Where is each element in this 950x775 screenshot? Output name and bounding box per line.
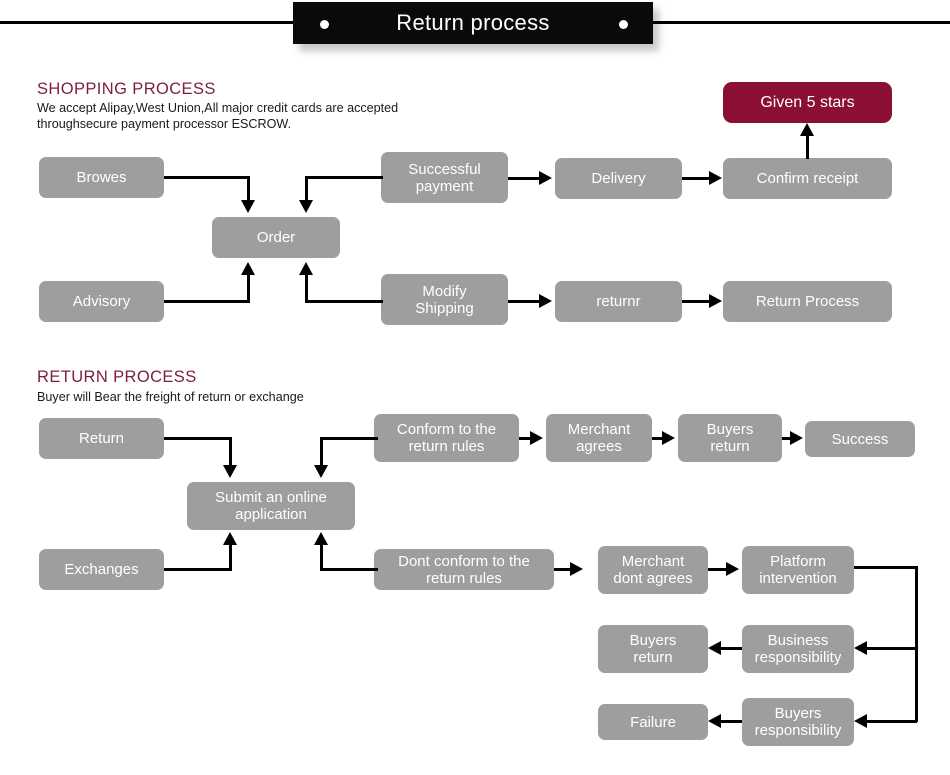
connector-advisory-order-v [247, 274, 250, 303]
box-dont-conform-to-return-rules[interactable]: Dont conform to the return rules [374, 549, 554, 590]
box-buyers-return-top[interactable]: Buyers return [678, 414, 782, 462]
box-advisory[interactable]: Advisory [39, 281, 164, 322]
box-conform-to-return-rules[interactable]: Conform to the return rules [374, 414, 519, 462]
arrowhead-browes-order [241, 200, 255, 213]
connector-payment-order-v [305, 176, 308, 203]
connector-modify-order-h [305, 300, 383, 303]
arrowhead-merchant-buyersreturn [662, 431, 675, 445]
arrowhead-payment-order [299, 200, 313, 213]
return-section-description: Buyer will Bear the freight of return or… [37, 390, 304, 404]
shopping-section-title: SHOPPING PROCESS [37, 80, 216, 98]
box-returnr[interactable]: returnr [555, 281, 682, 322]
arrowhead-bus-business [854, 641, 867, 655]
box-return-process[interactable]: Return Process [723, 281, 892, 322]
connector-bus-business-h [862, 647, 917, 650]
connector-exchanges-submit-v [229, 544, 232, 571]
connector-merchant-buyersreturn [652, 437, 664, 440]
arrowhead-delivery-confirm [709, 171, 722, 185]
arrowhead-payment-delivery [539, 171, 552, 185]
shopping-section-description: We accept Alipay,West Union,All major cr… [37, 101, 399, 131]
connector-browes-order-h [164, 176, 250, 179]
arrowhead-buyersreturn-success [790, 431, 803, 445]
box-merchant-dont-agrees[interactable]: Merchant dont agrees [598, 546, 708, 594]
connector-modify-returnr [508, 300, 542, 303]
box-given-5-stars[interactable]: Given 5 stars [723, 82, 892, 123]
connector-dontconform-merchant [554, 568, 572, 571]
arrowhead-confirm-stars [800, 123, 814, 136]
box-delivery[interactable]: Delivery [555, 158, 682, 199]
connector-browes-order-v [247, 176, 250, 203]
box-buyers-return-bottom[interactable]: Buyers return [598, 625, 708, 673]
arrowhead-conform-submit [314, 465, 328, 478]
arrowhead-modify-returnr [539, 294, 552, 308]
box-success[interactable]: Success [805, 421, 915, 457]
connector-dontconform-submit-v [320, 544, 323, 571]
box-return[interactable]: Return [39, 418, 164, 459]
connector-platform-bus-h [854, 566, 918, 569]
connector-return-submit-h [164, 437, 232, 440]
connector-payment-delivery [508, 177, 542, 180]
box-submit-online-application[interactable]: Submit an online application [187, 482, 355, 530]
header-rule-left [0, 21, 297, 24]
box-platform-intervention[interactable]: Platform intervention [742, 546, 854, 594]
arrowhead-dontconform-merchant [570, 562, 583, 576]
header-banner: Return process [293, 2, 653, 44]
connector-returnr-returnprocess [682, 300, 712, 303]
return-section-title: RETURN PROCESS [37, 368, 197, 386]
arrowhead-returnr-returnprocess [709, 294, 722, 308]
connector-conform-submit-v [320, 437, 323, 468]
arrowhead-bus-buyersresp [854, 714, 867, 728]
arrowhead-business-buyersreturn [708, 641, 721, 655]
box-merchant-agrees[interactable]: Merchant agrees [546, 414, 652, 462]
connector-platform-bus-v [915, 566, 918, 722]
connector-conform-submit-h [320, 437, 378, 440]
arrowhead-return-submit [223, 465, 237, 478]
arrowhead-dontconform-submit [314, 532, 328, 545]
box-order[interactable]: Order [212, 217, 340, 258]
arrowhead-conform-merchant [530, 431, 543, 445]
header-rule-right [652, 21, 950, 24]
connector-confirm-stars-v [806, 134, 809, 159]
box-business-responsibility[interactable]: Business responsibility [742, 625, 854, 673]
arrowhead-exchanges-submit [223, 532, 237, 545]
box-exchanges[interactable]: Exchanges [39, 549, 164, 590]
arrowhead-buyersresp-failure [708, 714, 721, 728]
connector-dontconform-submit-h [320, 568, 378, 571]
connector-delivery-confirm [682, 177, 712, 180]
arrowhead-modify-order [299, 262, 313, 275]
banner-dot-right-icon [619, 20, 628, 29]
connector-bus-buyersresp-h [862, 720, 917, 723]
arrowhead-merchantdont-platform [726, 562, 739, 576]
connector-advisory-order-h [164, 300, 250, 303]
arrowhead-advisory-order [241, 262, 255, 275]
box-failure[interactable]: Failure [598, 704, 708, 740]
box-buyers-responsibility[interactable]: Buyers responsibility [742, 698, 854, 746]
connector-buyersreturn-success [782, 437, 792, 440]
connector-conform-merchant [519, 437, 532, 440]
connector-payment-order-h [305, 176, 383, 179]
connector-modify-order-v [305, 274, 308, 303]
page-title: Return process [396, 10, 550, 35]
box-modify-shipping[interactable]: Modify Shipping [381, 274, 508, 325]
box-confirm-receipt[interactable]: Confirm receipt [723, 158, 892, 199]
connector-return-submit-v [229, 437, 232, 468]
connector-merchantdont-platform [708, 568, 728, 571]
connector-buyersresp-failure-h [718, 720, 742, 723]
connector-exchanges-submit-h [164, 568, 232, 571]
banner-dot-left-icon [320, 20, 329, 29]
box-successful-payment[interactable]: Successful payment [381, 152, 508, 203]
box-browes[interactable]: Browes [39, 157, 164, 198]
connector-business-buyersreturn-h [718, 647, 742, 650]
